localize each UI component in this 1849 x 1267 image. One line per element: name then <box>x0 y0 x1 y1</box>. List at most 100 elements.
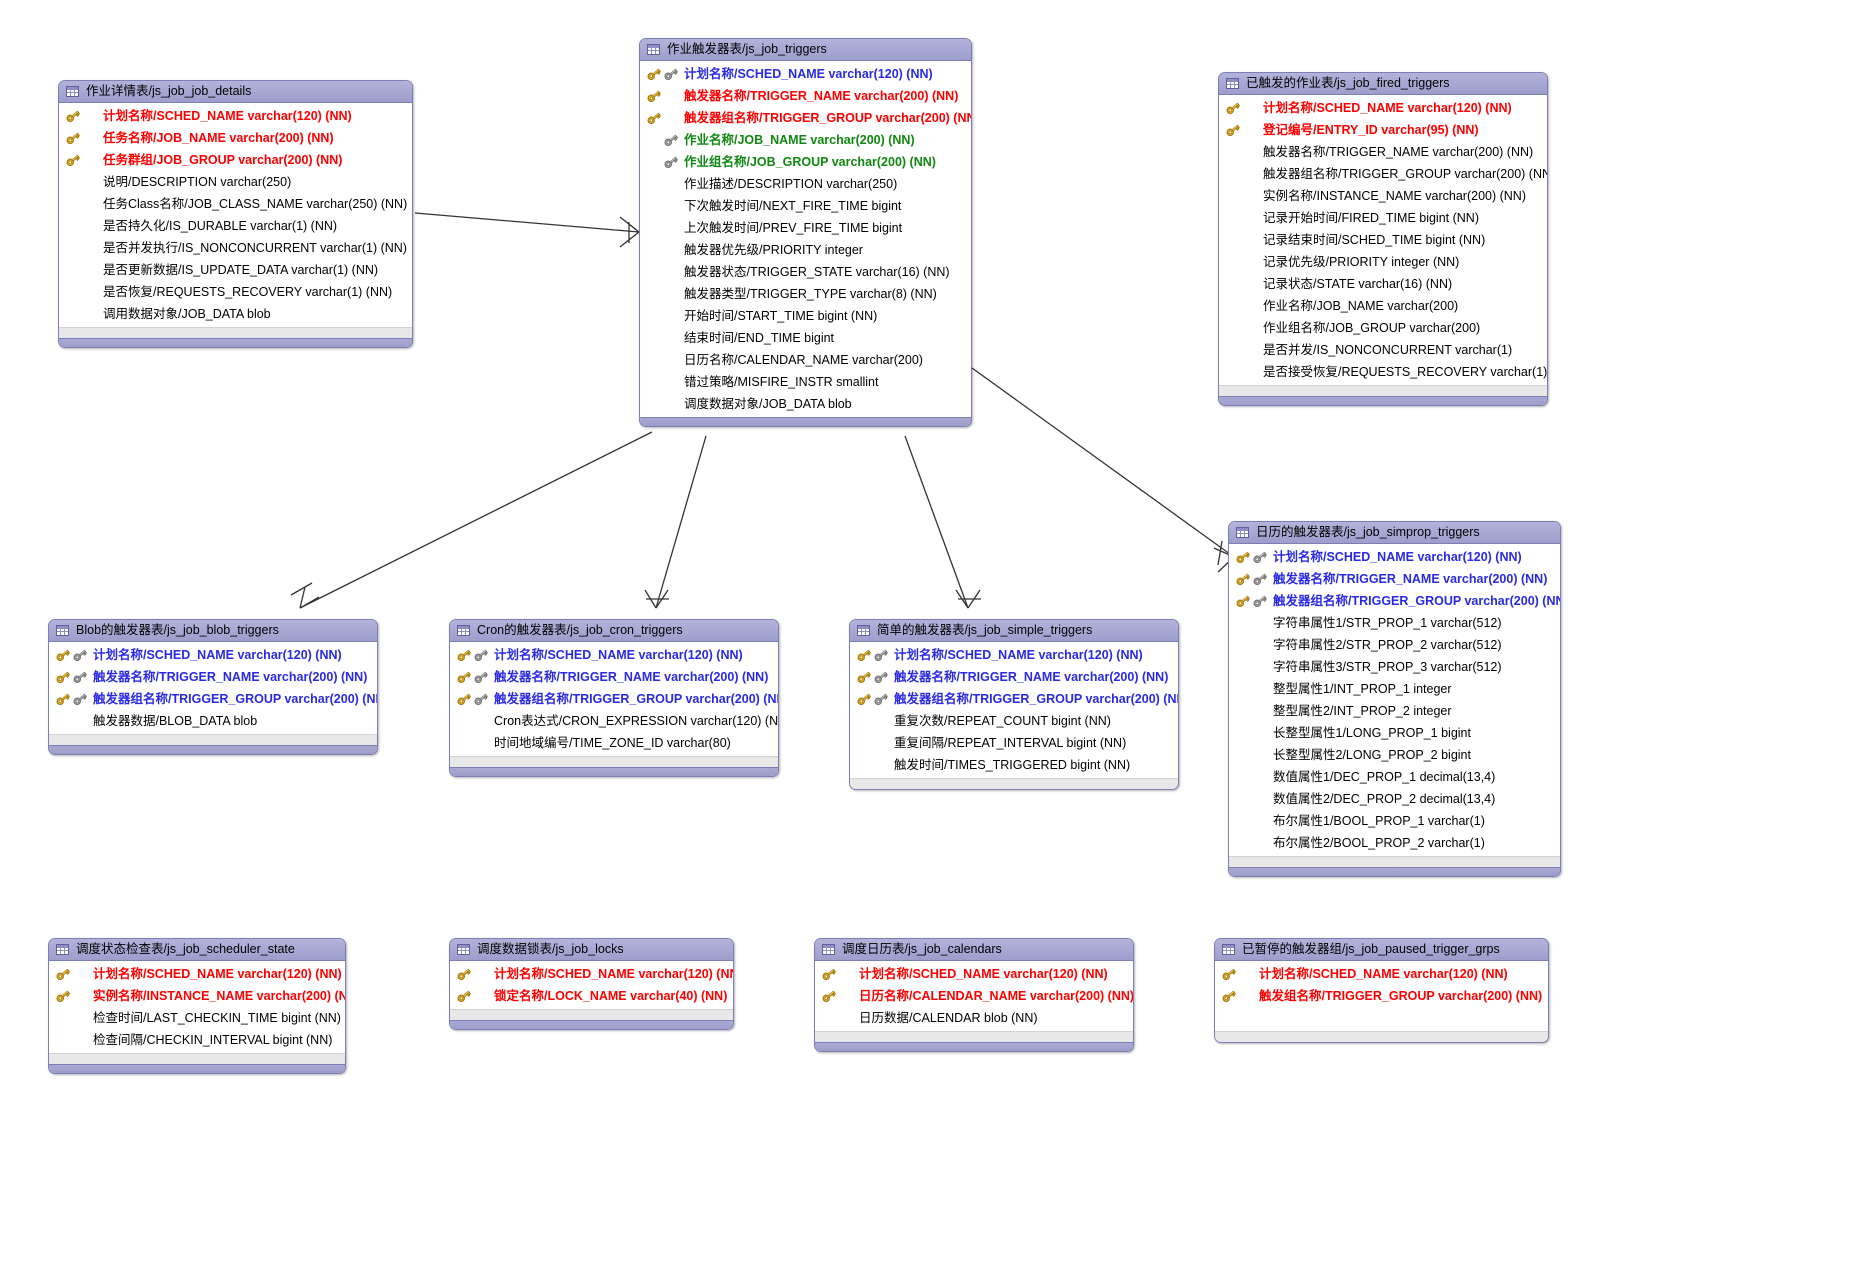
attribute-row[interactable]: 数值属性1/DEC_PROP_1 decimal(13,4) <box>1229 766 1560 788</box>
attribute-row[interactable]: 记录状态/STATE varchar(16) (NN) <box>1219 273 1547 295</box>
attribute-row[interactable] <box>1215 1007 1548 1029</box>
entity-header-js_job_paused_trigger_grps[interactable]: 已暂停的触发器组/js_job_paused_trigger_grps <box>1215 939 1548 961</box>
attribute-row[interactable]: 计划名称/SCHED_NAME varchar(120) (NN) <box>1219 97 1547 119</box>
attribute-row[interactable]: 重复间隔/REPEAT_INTERVAL bigint (NN) <box>850 732 1178 754</box>
attribute-row[interactable]: 触发器名称/TRIGGER_NAME varchar(200) (NN) <box>1219 141 1547 163</box>
attribute-row[interactable]: 实例名称/INSTANCE_NAME varchar(200) (NN) <box>49 985 345 1007</box>
attribute-row[interactable]: 触发器状态/TRIGGER_STATE varchar(16) (NN) <box>640 261 971 283</box>
attribute-row[interactable]: 计划名称/SCHED_NAME varchar(120) (NN) <box>59 105 412 127</box>
attribute-row[interactable]: 错过策略/MISFIRE_INSTR smallint <box>640 371 971 393</box>
entity-header-js_job_simprop_triggers[interactable]: 日历的触发器表/js_job_simprop_triggers <box>1229 522 1560 544</box>
attribute-row[interactable]: 计划名称/SCHED_NAME varchar(120) (NN) <box>640 63 971 85</box>
attribute-row[interactable]: 作业名称/JOB_NAME varchar(200) (NN) <box>640 129 971 151</box>
attribute-row[interactable]: 作业名称/JOB_NAME varchar(200) <box>1219 295 1547 317</box>
attribute-row[interactable]: 记录优先级/PRIORITY integer (NN) <box>1219 251 1547 273</box>
attribute-row[interactable]: 字符串属性3/STR_PROP_3 varchar(512) <box>1229 656 1560 678</box>
attribute-row[interactable]: 计划名称/SCHED_NAME varchar(120) (NN) <box>815 963 1133 985</box>
attribute-row[interactable]: 结束时间/END_TIME bigint <box>640 327 971 349</box>
attribute-row[interactable]: 触发器名称/TRIGGER_NAME varchar(200) (NN) <box>450 666 778 688</box>
attribute-row[interactable]: 布尔属性1/BOOL_PROP_1 varchar(1) <box>1229 810 1560 832</box>
attribute-row[interactable]: 计划名称/SCHED_NAME varchar(120) (NN) <box>49 963 345 985</box>
attribute-row[interactable]: Cron表达式/CRON_EXPRESSION varchar(120) (NN… <box>450 710 778 732</box>
entity-header-js_job_job_details[interactable]: 作业详情表/js_job_job_details <box>59 81 412 103</box>
attribute-row[interactable]: 作业组名称/JOB_GROUP varchar(200) <box>1219 317 1547 339</box>
attribute-row[interactable]: 任务群组/JOB_GROUP varchar(200) (NN) <box>59 149 412 171</box>
attribute-row[interactable]: 下次触发时间/NEXT_FIRE_TIME bigint <box>640 195 971 217</box>
attribute-row[interactable]: 触发器组名称/TRIGGER_GROUP varchar(200) (NN) <box>450 688 778 710</box>
attribute-row[interactable]: 登记编号/ENTRY_ID varchar(95) (NN) <box>1219 119 1547 141</box>
attribute-row[interactable]: 触发器组名称/TRIGGER_GROUP varchar(200) (NN) <box>1219 163 1547 185</box>
attribute-row[interactable]: 是否持久化/IS_DURABLE varchar(1) (NN) <box>59 215 412 237</box>
entity-header-js_job_locks[interactable]: 调度数据锁表/js_job_locks <box>450 939 733 961</box>
attribute-row[interactable]: 长整型属性2/LONG_PROP_2 bigint <box>1229 744 1560 766</box>
entity-header-js_job_cron_triggers[interactable]: Cron的触发器表/js_job_cron_triggers <box>450 620 778 642</box>
attribute-row[interactable]: 触发器名称/TRIGGER_NAME varchar(200) (NN) <box>1229 568 1560 590</box>
entity-header-js_job_triggers[interactable]: 作业触发器表/js_job_triggers <box>640 39 971 61</box>
attribute-row[interactable]: 整型属性2/INT_PROP_2 integer <box>1229 700 1560 722</box>
attribute-row[interactable]: 计划名称/SCHED_NAME varchar(120) (NN) <box>450 963 733 985</box>
attribute-row[interactable]: 日历数据/CALENDAR blob (NN) <box>815 1007 1133 1029</box>
attribute-row[interactable]: 记录结束时间/SCHED_TIME bigint (NN) <box>1219 229 1547 251</box>
attribute-row[interactable]: 记录开始时间/FIRED_TIME bigint (NN) <box>1219 207 1547 229</box>
attribute-row[interactable]: 锁定名称/LOCK_NAME varchar(40) (NN) <box>450 985 733 1007</box>
attribute-row[interactable]: 数值属性2/DEC_PROP_2 decimal(13,4) <box>1229 788 1560 810</box>
attribute-row[interactable]: 计划名称/SCHED_NAME varchar(120) (NN) <box>850 644 1178 666</box>
attribute-row[interactable]: 说明/DESCRIPTION varchar(250) <box>59 171 412 193</box>
attribute-row[interactable]: 计划名称/SCHED_NAME varchar(120) (NN) <box>1215 963 1548 985</box>
attribute-row[interactable]: 任务名称/JOB_NAME varchar(200) (NN) <box>59 127 412 149</box>
attribute-row[interactable]: 是否更新数据/IS_UPDATE_DATA varchar(1) (NN) <box>59 259 412 281</box>
attribute-row[interactable]: 任务Class名称/JOB_CLASS_NAME varchar(250) (N… <box>59 193 412 215</box>
attribute-row[interactable]: 触发器类型/TRIGGER_TYPE varchar(8) (NN) <box>640 283 971 305</box>
attribute-row[interactable]: 作业描述/DESCRIPTION varchar(250) <box>640 173 971 195</box>
entity-header-js_job_blob_triggers[interactable]: Blob的触发器表/js_job_blob_triggers <box>49 620 377 642</box>
attribute-row[interactable]: 是否并发/IS_NONCONCURRENT varchar(1) <box>1219 339 1547 361</box>
attribute-row[interactable]: 触发器名称/TRIGGER_NAME varchar(200) (NN) <box>640 85 971 107</box>
attribute-row[interactable]: 触发器组名称/TRIGGER_GROUP varchar(200) (NN) <box>1229 590 1560 612</box>
attribute-row[interactable]: 长整型属性1/LONG_PROP_1 bigint <box>1229 722 1560 744</box>
attribute-row[interactable]: 触发器组名称/TRIGGER_GROUP varchar(200) (NN) <box>850 688 1178 710</box>
attribute-row[interactable]: 调用数据对象/JOB_DATA blob <box>59 303 412 325</box>
entity-header-js_job_simple_triggers[interactable]: 简单的触发器表/js_job_simple_triggers <box>850 620 1178 642</box>
attribute-row[interactable]: 日历名称/CALENDAR_NAME varchar(200) (NN) <box>815 985 1133 1007</box>
attribute-row[interactable]: 布尔属性2/BOOL_PROP_2 varchar(1) <box>1229 832 1560 854</box>
attribute-row[interactable]: 重复次数/REPEAT_COUNT bigint (NN) <box>850 710 1178 732</box>
attribute-row[interactable]: 字符串属性2/STR_PROP_2 varchar(512) <box>1229 634 1560 656</box>
entity-header-js_job_calendars[interactable]: 调度日历表/js_job_calendars <box>815 939 1133 961</box>
attribute-row[interactable]: 触发器组名称/TRIGGER_GROUP varchar(200) (NN) <box>640 107 971 129</box>
attribute-row[interactable]: 计划名称/SCHED_NAME varchar(120) (NN) <box>450 644 778 666</box>
attribute-row[interactable]: 开始时间/START_TIME bigint (NN) <box>640 305 971 327</box>
attribute-row[interactable]: 是否并发执行/IS_NONCONCURRENT varchar(1) (NN) <box>59 237 412 259</box>
attribute-row[interactable]: 触发时间/TIMES_TRIGGERED bigint (NN) <box>850 754 1178 776</box>
attribute-row[interactable]: 计划名称/SCHED_NAME varchar(120) (NN) <box>49 644 377 666</box>
attribute-row[interactable]: 日历名称/CALENDAR_NAME varchar(200) <box>640 349 971 371</box>
attribute-row[interactable]: 触发组名称/TRIGGER_GROUP varchar(200) (NN) <box>1215 985 1548 1007</box>
attribute-row[interactable]: 实例名称/INSTANCE_NAME varchar(200) (NN) <box>1219 185 1547 207</box>
entity-header-js_job_fired_triggers[interactable]: 已触发的作业表/js_job_fired_triggers <box>1219 73 1547 95</box>
entity-header-js_job_scheduler_state[interactable]: 调度状态检查表/js_job_scheduler_state <box>49 939 345 961</box>
attribute-row[interactable]: 触发器优先级/PRIORITY integer <box>640 239 971 261</box>
attribute-row[interactable]: 触发器名称/TRIGGER_NAME varchar(200) (NN) <box>850 666 1178 688</box>
attribute-row[interactable]: 作业组名称/JOB_GROUP varchar(200) (NN) <box>640 151 971 173</box>
attribute-row[interactable]: 检查间隔/CHECKIN_INTERVAL bigint (NN) <box>49 1029 345 1051</box>
attribute-row[interactable]: 时间地域编号/TIME_ZONE_ID varchar(80) <box>450 732 778 754</box>
attribute-row[interactable]: 上次触发时间/PREV_FIRE_TIME bigint <box>640 217 971 239</box>
attribute-row[interactable]: 触发器数据/BLOB_DATA blob <box>49 710 377 732</box>
attribute-row[interactable]: 触发器组名称/TRIGGER_GROUP varchar(200) (NN) <box>49 688 377 710</box>
attribute-row[interactable]: 整型属性1/INT_PROP_1 integer <box>1229 678 1560 700</box>
attribute-row[interactable]: 触发器名称/TRIGGER_NAME varchar(200) (NN) <box>49 666 377 688</box>
attribute-row[interactable]: 是否恢复/REQUESTS_RECOVERY varchar(1) (NN) <box>59 281 412 303</box>
attribute-row[interactable]: 检查时间/LAST_CHECKIN_TIME bigint (NN) <box>49 1007 345 1029</box>
attribute-row[interactable]: 调度数据对象/JOB_DATA blob <box>640 393 971 415</box>
attribute-row[interactable]: 计划名称/SCHED_NAME varchar(120) (NN) <box>1229 546 1560 568</box>
